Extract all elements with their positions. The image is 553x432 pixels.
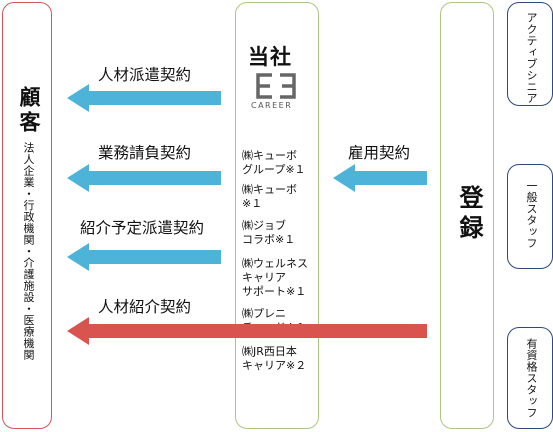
staff-label-general: 一般スタッフ: [525, 180, 538, 249]
register-title: 登録: [455, 185, 483, 245]
group-company: ㈱ジョブコラボ※１: [242, 219, 296, 246]
arrow-staffing-contract: [67, 84, 221, 112]
client-title: 顧客: [17, 86, 41, 136]
company-box: [235, 2, 319, 429]
client-subtitle: 法人企業・行政機関・介護施設・医療機関: [22, 142, 35, 361]
register-box: [440, 2, 494, 429]
client-box: [2, 2, 52, 429]
arrow-placement-contract: [67, 317, 427, 345]
company-logo-text: CAREER: [251, 101, 293, 110]
arrow-outsourcing-contract: [67, 164, 221, 192]
staff-box-general: [507, 164, 553, 269]
label-staffing-contract: 人材派遣契約: [98, 66, 192, 84]
arrow-temp-to-perm-contract: [67, 243, 221, 271]
group-company: ㈱ウェルネスキャリアサポート※１: [242, 257, 308, 298]
label-outsourcing-contract: 業務請負契約: [98, 144, 192, 162]
staff-label-active-senior: アクティブシニア: [525, 12, 538, 104]
group-company: ㈱キューボ※１: [242, 183, 297, 210]
company-title: 当社: [248, 45, 292, 69]
staff-box-qualified: [507, 327, 553, 429]
group-company: ㈱JR西日本キャリア※２: [242, 345, 307, 372]
label-placement-contract: 人材紹介契約: [98, 298, 192, 316]
label-temp-to-perm-contract: 紹介予定派遣契約: [80, 219, 205, 237]
group-company: ㈱キューボグループ※１: [242, 149, 306, 176]
arrow-employment-contract: [333, 164, 427, 192]
staff-label-qualified: 有資格スタッフ: [525, 338, 538, 419]
label-employment-contract: 雇用契約: [348, 144, 411, 162]
company-logo: [256, 73, 296, 99]
